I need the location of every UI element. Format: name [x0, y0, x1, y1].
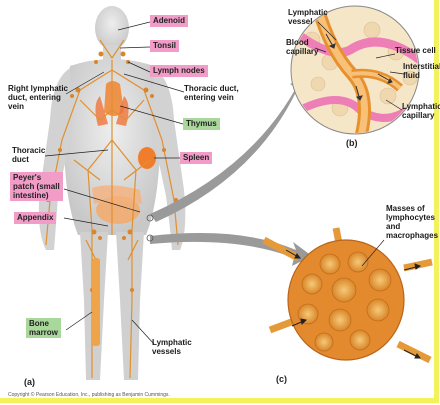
label-adenoid: Adenoid	[150, 15, 188, 27]
label-right-lymphatic-duct: Right lymphatic duct, entering vein	[8, 84, 68, 111]
label-spleen: Spleen	[180, 152, 212, 164]
label-b-lymphatic-capillary: Lymphatic capillary	[402, 102, 440, 120]
label-peyers-patch: Peyer's patch (small intestine)	[10, 172, 63, 201]
label-b-interstitial-fluid: Interstitial fluid	[403, 62, 440, 80]
femur-marrow	[92, 258, 100, 346]
label-lymphatic-vessels: Lymphatic vessels	[152, 338, 192, 356]
panel-label-b: (b)	[346, 138, 358, 148]
panel-b-illustration	[291, 6, 420, 140]
label-lymph-nodes: Lymph nodes	[150, 65, 208, 77]
panel-label-a: (a)	[24, 377, 35, 387]
label-c-masses-of-lymphocytes: Masses of lymphocytes and macrophages	[386, 204, 438, 240]
label-b-tissue-cell: Tissue cell	[395, 46, 436, 55]
label-bone-marrow: Bone marrow	[26, 318, 61, 338]
label-thymus: Thymus	[183, 118, 220, 130]
label-thoracic-duct-entering-vein: Thoracic duct, entering vein	[184, 84, 239, 102]
label-appendix: Appendix	[14, 212, 56, 224]
label-b-lymphatic-vessel: Lymphatic vessel	[288, 8, 328, 26]
panel-label-c: (c)	[276, 374, 287, 384]
label-b-blood-capillary: Blood capillary	[286, 38, 318, 56]
label-tonsil: Tonsil	[150, 40, 179, 52]
copyright-credit: Copyright © Pearson Education, Inc., pub…	[8, 392, 170, 398]
label-thoracic-duct: Thoracic duct	[12, 146, 45, 164]
